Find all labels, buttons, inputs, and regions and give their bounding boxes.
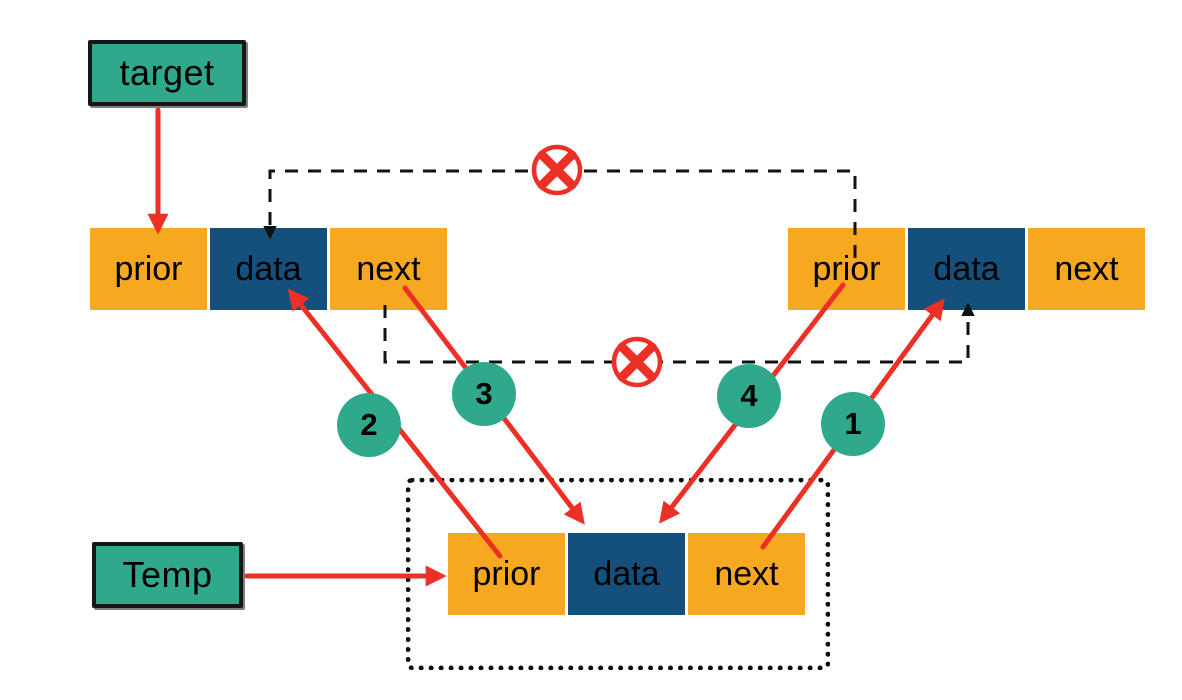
cell-prior: prior bbox=[90, 228, 207, 310]
node-right: prior data next bbox=[788, 228, 1145, 310]
temp-pointer-label: Temp bbox=[92, 542, 243, 608]
cell-data: data bbox=[210, 228, 327, 310]
step-badge-4: 4 bbox=[717, 364, 781, 428]
broken-link-icon bbox=[531, 144, 583, 196]
old-next-link-dashed bbox=[383, 302, 975, 364]
cell-data: data bbox=[908, 228, 1025, 310]
node-temp: prior data next bbox=[448, 533, 805, 615]
step-badge-1: 1 bbox=[821, 392, 885, 456]
broken-link-icon bbox=[611, 336, 663, 388]
step-badge-2: 2 bbox=[337, 393, 401, 457]
cell-next: next bbox=[1028, 228, 1145, 310]
cell-prior: prior bbox=[448, 533, 565, 615]
target-pointer-text: target bbox=[119, 52, 215, 93]
cell-next: next bbox=[688, 533, 805, 615]
cell-prior: prior bbox=[788, 228, 905, 310]
step-badge-3: 3 bbox=[452, 362, 516, 426]
temp-pointer-text: Temp bbox=[122, 554, 213, 595]
cell-data: data bbox=[568, 533, 685, 615]
target-pointer-label: target bbox=[88, 40, 246, 106]
cell-next: next bbox=[330, 228, 447, 310]
node-left: prior data next bbox=[90, 228, 447, 310]
